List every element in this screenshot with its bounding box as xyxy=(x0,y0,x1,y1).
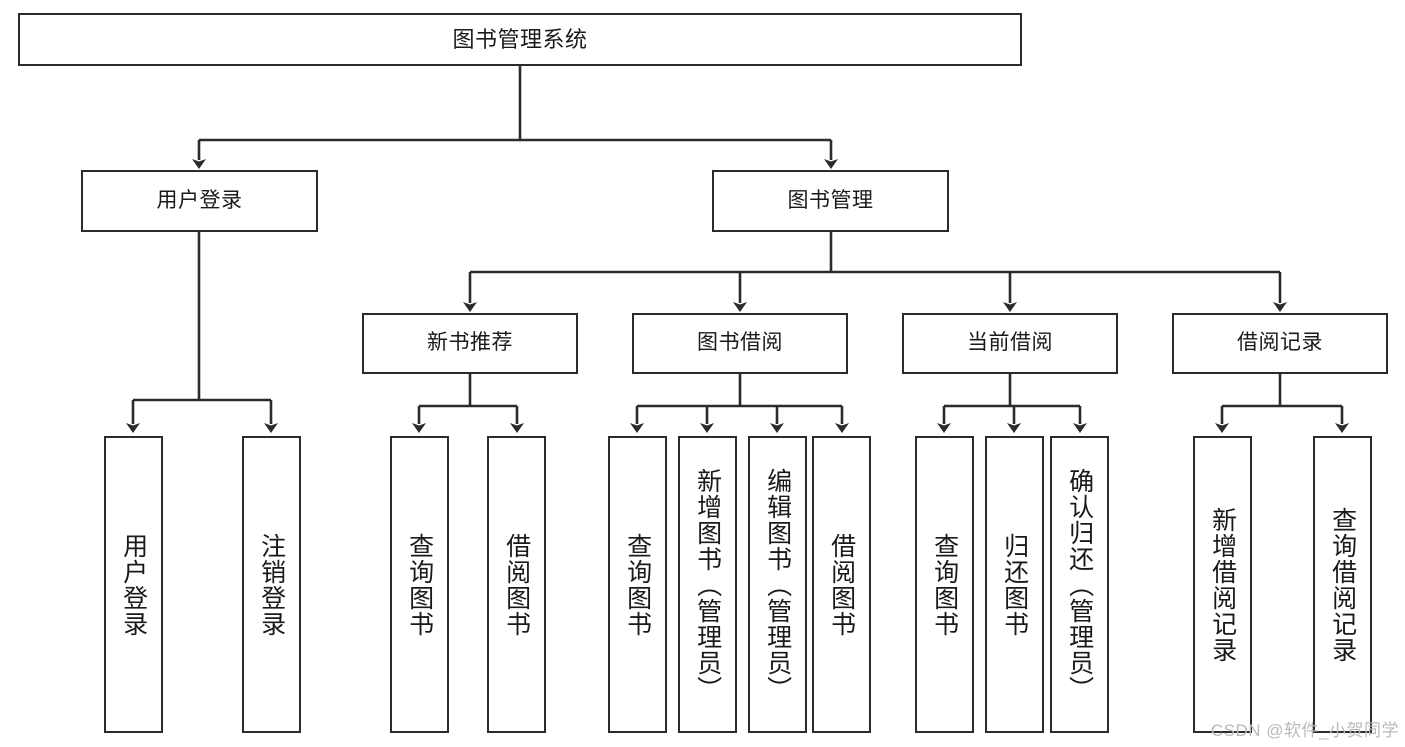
node-label: 编辑图书（管理员） xyxy=(763,467,792,702)
leaf-user-login-signout[interactable]: 注销登录 xyxy=(242,436,301,733)
leaf-current-query-book[interactable]: 查询图书 xyxy=(915,436,974,733)
node-label: 用户登录 xyxy=(156,188,243,212)
node-label: 图书借阅 xyxy=(697,331,783,355)
node-user-login[interactable]: 用户登录 xyxy=(81,170,318,232)
node-label: 归还图书 xyxy=(1000,532,1029,637)
leaf-borrow-edit-book-admin[interactable]: 编辑图书（管理员） xyxy=(748,436,807,733)
node-label: 图书管理系统 xyxy=(452,26,588,52)
node-label: 借阅图书 xyxy=(827,532,856,637)
csdn-watermark: CSDN @软件_小贺同学 xyxy=(1210,721,1399,740)
leaf-borrow-borrow-book[interactable]: 借阅图书 xyxy=(812,436,871,733)
node-label: 注销登录 xyxy=(257,532,286,637)
node-current-borrow[interactable]: 当前借阅 xyxy=(902,313,1118,374)
node-label: 确认归还（管理员） xyxy=(1065,467,1094,702)
leaf-borrow-query-book[interactable]: 查询图书 xyxy=(608,436,667,733)
node-label: 新书推荐 xyxy=(427,331,513,355)
node-borrow-records[interactable]: 借阅记录 xyxy=(1172,313,1388,374)
leaf-records-add-record[interactable]: 新增借阅记录 xyxy=(1193,436,1252,733)
node-label: 借阅图书 xyxy=(502,532,531,637)
leaf-new-book-borrow[interactable]: 借阅图书 xyxy=(487,436,546,733)
node-book-borrow[interactable]: 图书借阅 xyxy=(632,313,848,374)
node-root-system[interactable]: 图书管理系统 xyxy=(18,13,1022,66)
node-label: 图书管理 xyxy=(787,188,874,212)
leaf-current-return-book[interactable]: 归还图书 xyxy=(985,436,1044,733)
leaf-current-confirm-return-admin[interactable]: 确认归还（管理员） xyxy=(1050,436,1109,733)
node-label: 借阅记录 xyxy=(1237,331,1323,355)
leaf-user-login-signin[interactable]: 用户登录 xyxy=(104,436,163,733)
node-label: 查询图书 xyxy=(623,532,652,637)
node-label: 查询借阅记录 xyxy=(1328,506,1357,663)
leaf-records-query-record[interactable]: 查询借阅记录 xyxy=(1313,436,1372,733)
node-label: 查询图书 xyxy=(405,532,434,637)
node-label: 新增借阅记录 xyxy=(1208,506,1237,663)
leaf-borrow-add-book-admin[interactable]: 新增图书（管理员） xyxy=(678,436,737,733)
node-label: 新增图书（管理员） xyxy=(693,467,722,702)
node-label: 当前借阅 xyxy=(967,331,1053,355)
leaf-new-book-query[interactable]: 查询图书 xyxy=(390,436,449,733)
node-book-management[interactable]: 图书管理 xyxy=(712,170,949,232)
node-label: 查询图书 xyxy=(930,532,959,637)
node-new-book-recommend[interactable]: 新书推荐 xyxy=(362,313,578,374)
node-label: 用户登录 xyxy=(119,532,148,637)
